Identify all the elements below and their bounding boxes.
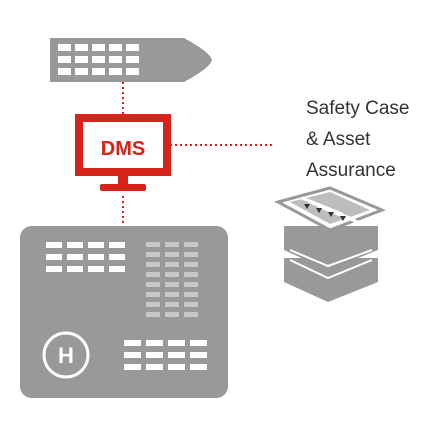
ship-window	[126, 44, 139, 51]
helipad-letter: H	[58, 343, 74, 368]
platform-module	[184, 252, 198, 257]
ship-window	[75, 68, 88, 75]
offshore-platform-icon: H	[20, 226, 228, 398]
platform-module	[46, 266, 62, 272]
monitor-icon: DMS	[75, 114, 171, 191]
platform-module	[146, 262, 160, 267]
platform-module	[146, 312, 160, 317]
platform-module	[184, 312, 198, 317]
ship-window	[92, 56, 105, 63]
ship-window	[58, 44, 71, 51]
platform-module	[146, 242, 160, 247]
ship-window	[109, 44, 122, 51]
ship-window	[126, 68, 139, 75]
platform-module	[124, 340, 141, 346]
platform-module	[146, 282, 160, 287]
platform-module	[124, 352, 141, 358]
platform-module	[146, 272, 160, 277]
platform-module	[165, 262, 179, 267]
ship-window	[92, 68, 105, 75]
ship-window	[109, 56, 122, 63]
platform-module	[184, 272, 198, 277]
platform-module	[67, 266, 83, 272]
platform-module	[109, 254, 125, 260]
checkmark-icon	[340, 216, 346, 221]
platform-module	[165, 312, 179, 317]
helipad-icon: H	[42, 331, 90, 379]
platform-module	[146, 352, 163, 358]
platform-module	[67, 254, 83, 260]
platform-module	[165, 272, 179, 277]
platform-module	[67, 242, 83, 248]
platform-module	[46, 242, 62, 248]
ship-window	[58, 56, 71, 63]
platform-module	[165, 302, 179, 307]
platform-module	[109, 266, 125, 272]
assurance-label: Safety Case & Asset Assurance	[306, 93, 410, 186]
platform-module	[109, 242, 125, 248]
platform-module	[165, 252, 179, 257]
checkmark-icon	[304, 204, 310, 209]
ship-window	[109, 68, 122, 75]
platform-module	[88, 266, 104, 272]
platform-module	[184, 302, 198, 307]
platform-module	[88, 254, 104, 260]
assurance-line-2: & Asset	[306, 129, 371, 150]
document-row	[317, 204, 360, 224]
platform-module	[184, 292, 198, 297]
platform-module	[168, 352, 185, 358]
platform-module	[165, 282, 179, 287]
platform-module	[146, 302, 160, 307]
document-stack-icon	[273, 186, 387, 302]
platform-module	[168, 364, 185, 370]
platform-module	[124, 364, 141, 370]
platform-module	[190, 352, 207, 358]
monitor-label: DMS	[101, 138, 145, 160]
platform-module	[146, 364, 163, 370]
platform-module	[88, 242, 104, 248]
ship-window	[92, 44, 105, 51]
ship-window	[58, 68, 71, 75]
platform-module	[190, 364, 207, 370]
assurance-line-1: Safety Case	[306, 98, 410, 119]
assurance-line-3: Assurance	[306, 160, 396, 181]
platform-module	[165, 292, 179, 297]
platform-module	[190, 340, 207, 346]
checkmark-icon	[328, 212, 334, 217]
platform-module	[168, 340, 185, 346]
platform-module	[165, 242, 179, 247]
platform-module	[184, 282, 198, 287]
platform-module	[184, 242, 198, 247]
platform-module	[146, 292, 160, 297]
platform-module	[184, 262, 198, 267]
ship-window	[75, 44, 88, 51]
ship-window	[75, 56, 88, 63]
ship-icon	[50, 38, 212, 82]
platform-module	[146, 252, 160, 257]
platform-module	[46, 254, 62, 260]
checkmark-icon	[316, 208, 322, 213]
ship-window	[126, 56, 139, 63]
platform-module	[146, 340, 163, 346]
